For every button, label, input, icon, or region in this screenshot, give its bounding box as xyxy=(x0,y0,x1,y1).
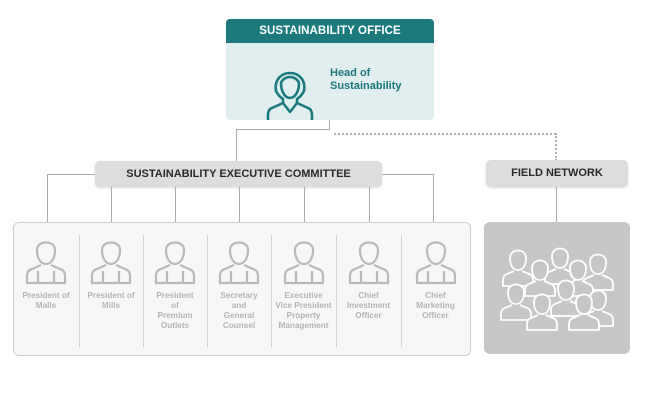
field-network-title: FIELD NETWORK xyxy=(486,160,628,187)
divider xyxy=(271,235,272,347)
connector-line xyxy=(47,174,48,222)
connector-line xyxy=(111,187,112,222)
person-icon xyxy=(266,71,314,120)
person-icon xyxy=(90,241,132,285)
member-president-of-malls: President of Malls xyxy=(14,223,78,355)
connector-line xyxy=(236,129,237,161)
member-label: President of Malls xyxy=(22,291,70,310)
connector-line xyxy=(433,174,434,222)
person-icon xyxy=(154,241,196,285)
connector-line xyxy=(556,187,557,222)
member-label: President of Premium Outlets xyxy=(156,291,194,330)
member-president-of-mills: President of Mills xyxy=(79,223,143,355)
connector-line xyxy=(239,187,240,222)
member-president-of-premium-outlets: President of Premium Outlets xyxy=(143,223,207,355)
member-secretary-and-general-counsel: Secretary and General Counsel xyxy=(207,223,271,355)
person-icon xyxy=(283,241,324,285)
member-label: Chief Investment Officer xyxy=(346,291,391,320)
person-icon xyxy=(348,241,389,285)
member-label: Chief Marketing Officer xyxy=(416,291,455,320)
member-label: Executive Vice President Property Manage… xyxy=(275,291,332,330)
person-icon xyxy=(415,241,456,285)
member-label: President of Mills xyxy=(87,291,135,310)
people-group-icon xyxy=(500,247,614,331)
member-chief-investment-officer: Chief Investment Officer xyxy=(336,223,401,355)
divider xyxy=(401,235,402,347)
connector-line xyxy=(304,187,305,222)
sustainability-office-title: SUSTAINABILITY OFFICE xyxy=(226,19,434,43)
member-label: Secretary and General Counsel xyxy=(220,291,258,330)
connector-line xyxy=(236,129,330,130)
connector-line xyxy=(369,187,370,222)
divider xyxy=(336,235,337,347)
person-icon xyxy=(25,241,67,285)
head-of-sustainability-label: Head of Sustainability xyxy=(330,67,402,92)
committee-members-panel: President of Malls President of Mills Pr… xyxy=(13,222,471,356)
executive-committee-title: SUSTAINABILITY EXECUTIVE COMMITTEE xyxy=(95,161,382,187)
person-icon xyxy=(218,241,260,285)
divider xyxy=(79,235,80,347)
field-network-panel xyxy=(484,222,630,354)
divider xyxy=(207,235,208,347)
divider xyxy=(143,235,144,347)
dotted-connector-line xyxy=(555,133,557,161)
sustainability-office-box: SUSTAINABILITY OFFICE Head of Sustainabi… xyxy=(226,19,434,120)
member-executive-vice-president: Executive Vice President Property Manage… xyxy=(271,223,336,355)
connector-line xyxy=(47,174,95,175)
connector-line xyxy=(175,187,176,222)
connector-line xyxy=(382,174,433,175)
connector-line xyxy=(329,120,330,129)
member-chief-marketing-officer: Chief Marketing Officer xyxy=(401,223,470,355)
dotted-connector-line xyxy=(334,133,556,135)
